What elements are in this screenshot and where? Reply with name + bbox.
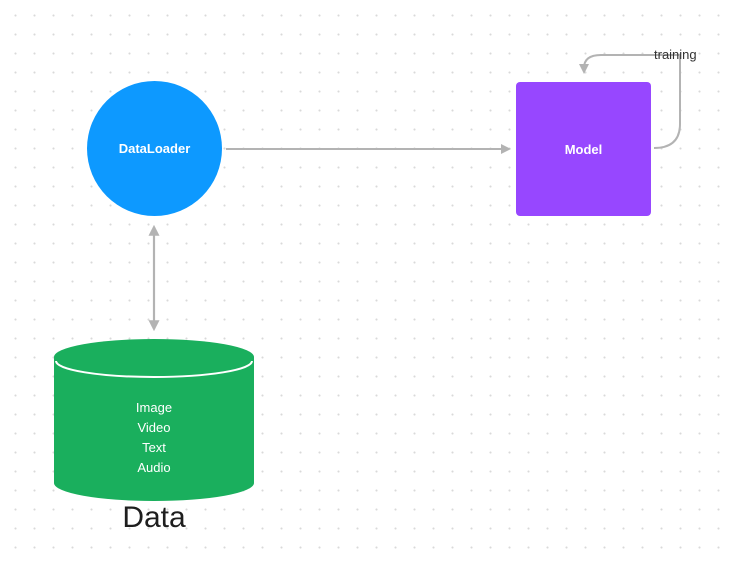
training-loop-label: training [654,47,697,62]
data-item-video: Video [137,420,171,435]
model-node[interactable]: Model [516,82,651,216]
dataloader-node[interactable]: DataLoader [87,81,222,216]
training-loop-arrow [579,54,681,149]
data-items-list: Image Video Text Audio [54,398,254,478]
dataloader-label: DataLoader [118,141,191,156]
data-item-image: Image [135,400,173,415]
model-label: Model [564,141,603,157]
data-node-title: Data [122,501,186,534]
data-item-audio: Audio [137,460,171,475]
data-item-text: Text [142,440,166,455]
